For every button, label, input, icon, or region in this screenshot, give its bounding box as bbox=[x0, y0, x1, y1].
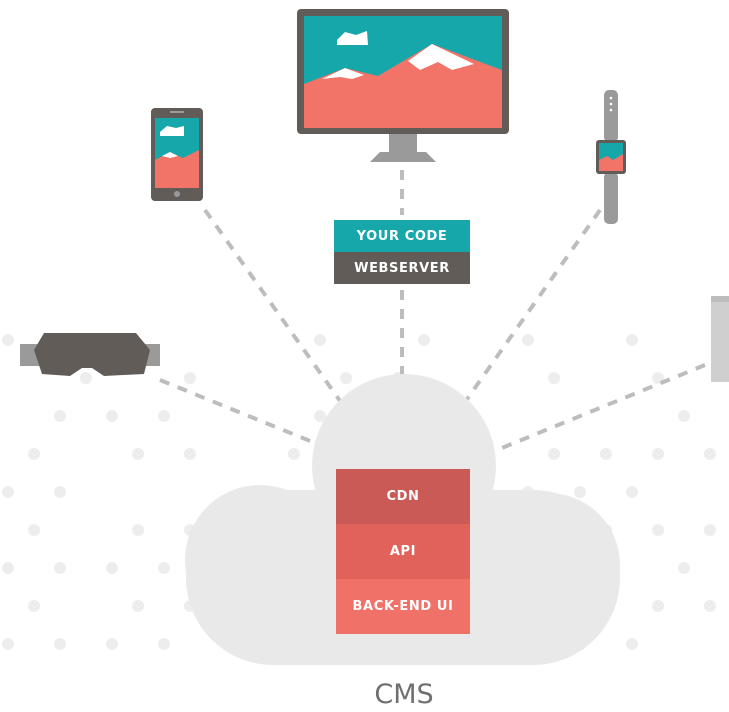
background-dot bbox=[652, 600, 664, 612]
backend-ui-label: BACK-END UI bbox=[336, 579, 470, 634]
background-dot bbox=[548, 372, 560, 384]
connector-phone bbox=[205, 210, 350, 415]
background-dot bbox=[678, 410, 690, 422]
background-dot bbox=[54, 638, 66, 650]
background-dot bbox=[574, 486, 586, 498]
background-dot bbox=[678, 562, 690, 574]
background-dot bbox=[2, 334, 14, 346]
background-dot bbox=[106, 562, 118, 574]
smartwatch-icon bbox=[596, 90, 626, 224]
connector-watch bbox=[458, 210, 600, 412]
cdn-label: CDN bbox=[336, 469, 470, 524]
cms-label: CMS bbox=[300, 679, 508, 710]
background-dot bbox=[2, 638, 14, 650]
background-dot bbox=[314, 410, 326, 422]
background-dot bbox=[106, 410, 118, 422]
background-dot bbox=[704, 524, 716, 536]
webserver-label: WEBSERVER bbox=[334, 252, 470, 284]
background-dot bbox=[28, 448, 40, 460]
background-dot bbox=[522, 334, 534, 346]
background-dot bbox=[158, 410, 170, 422]
background-dot bbox=[652, 524, 664, 536]
background-dot bbox=[704, 600, 716, 612]
background-dot bbox=[2, 562, 14, 574]
background-dot bbox=[184, 448, 196, 460]
background-dot bbox=[54, 562, 66, 574]
background-dot bbox=[2, 486, 14, 498]
background-dot bbox=[54, 486, 66, 498]
background-dot bbox=[626, 486, 638, 498]
background-dot bbox=[652, 448, 664, 460]
background-dot bbox=[132, 448, 144, 460]
background-dot bbox=[158, 638, 170, 650]
connector-vr bbox=[160, 380, 320, 445]
background-dot bbox=[132, 524, 144, 536]
background-dot bbox=[54, 410, 66, 422]
background-dot bbox=[132, 600, 144, 612]
background-dot bbox=[600, 448, 612, 460]
background-dot bbox=[418, 334, 430, 346]
api-label: API bbox=[336, 524, 470, 579]
background-dot bbox=[28, 524, 40, 536]
background-dot bbox=[626, 334, 638, 346]
background-dot bbox=[106, 638, 118, 650]
smartphone-icon bbox=[151, 108, 203, 201]
desktop-monitor-icon bbox=[297, 9, 509, 162]
background-dot bbox=[314, 334, 326, 346]
connector-server bbox=[492, 365, 705, 452]
background-dot bbox=[184, 372, 196, 384]
background-dot bbox=[80, 372, 92, 384]
background-dot bbox=[158, 562, 170, 574]
background-dot bbox=[548, 448, 560, 460]
server-tower-icon bbox=[711, 296, 729, 382]
background-dot bbox=[28, 600, 40, 612]
your-code-label: YOUR CODE bbox=[334, 220, 470, 252]
background-dot bbox=[340, 372, 352, 384]
background-dot bbox=[626, 638, 638, 650]
background-dot bbox=[704, 448, 716, 460]
background-dot bbox=[288, 448, 300, 460]
vr-headset-icon bbox=[20, 333, 160, 376]
